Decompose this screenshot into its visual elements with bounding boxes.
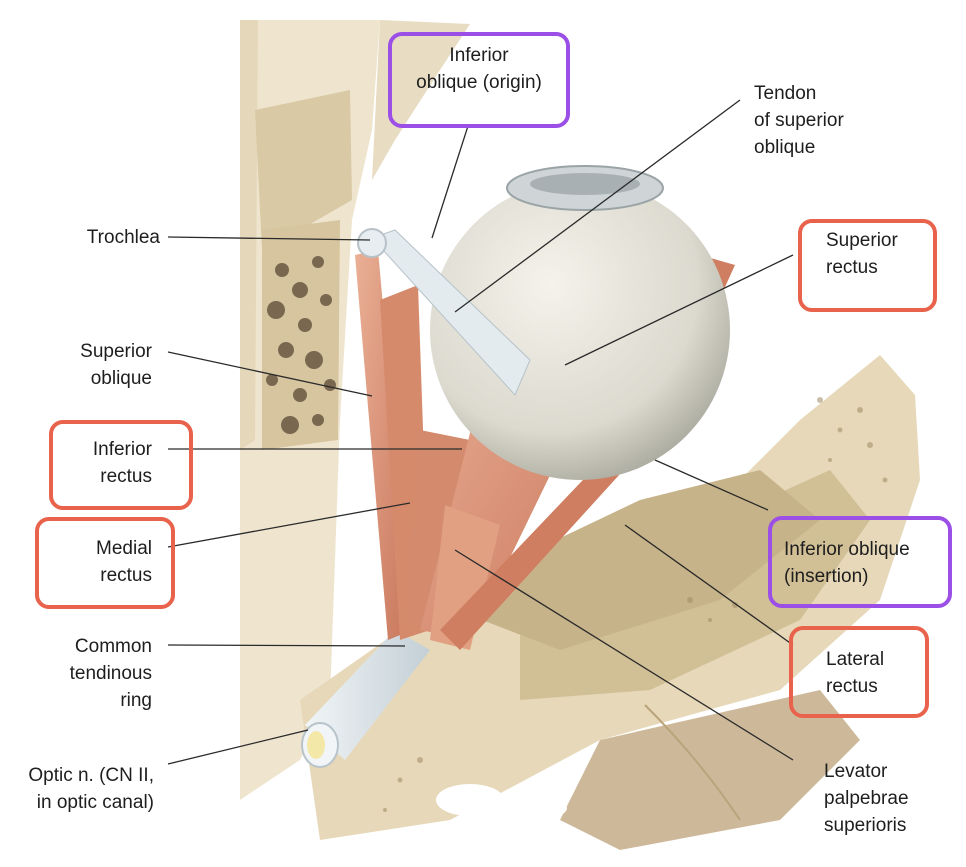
- highlight-box-lateral-rectus: [789, 626, 929, 718]
- label-levator-palpebrae-superioris: Levator palpebrae superioris: [824, 761, 909, 836]
- ethmoid-air-cells: [266, 256, 336, 434]
- optic-nerve-group: [301, 630, 430, 768]
- label-optic-nerve: Optic n. (CN II, in optic canal): [28, 765, 154, 813]
- highlight-box-medial-rectus: [35, 517, 175, 609]
- superior-oblique-tendon: [357, 228, 531, 396]
- highlight-box-superior-rectus: [798, 219, 937, 312]
- label-trochlea: Trochlea: [86, 227, 160, 248]
- leader-lines: [167, 99, 794, 765]
- highlight-box-inferior-oblique-insertion: [768, 516, 952, 608]
- label-inferior-rectus: Inferior rectus: [92, 439, 152, 487]
- bone-texture: [383, 397, 888, 812]
- highlight-box-inferior-oblique-origin: [388, 32, 570, 128]
- label-tendon-superior-oblique: Tendon of superior oblique: [754, 83, 844, 158]
- label-inferior-oblique-insertion: Inferior oblique (insertion): [784, 539, 910, 587]
- label-superior-rectus: Superior rectus: [826, 230, 898, 278]
- label-common-tendinous-ring: Common tendinous ring: [69, 636, 152, 711]
- highlight-box-inferior-rectus: [49, 420, 193, 510]
- label-inferior-oblique-origin: Inferior oblique (origin): [416, 45, 542, 93]
- label-lateral-rectus: Lateral rectus: [826, 649, 885, 697]
- orbital-bone: [240, 20, 920, 850]
- eyeball: [430, 165, 730, 480]
- label-superior-oblique: Superior oblique: [80, 341, 152, 389]
- label-medial-rectus: Medial rectus: [96, 538, 152, 586]
